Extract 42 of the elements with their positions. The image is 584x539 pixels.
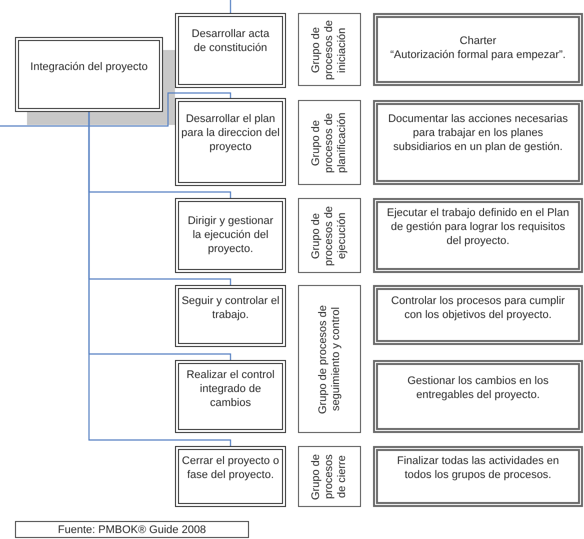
description-box xyxy=(373,360,583,433)
source-box xyxy=(15,521,249,538)
process-name: Cerrar el proyecto o fase del proyecto. xyxy=(180,454,280,482)
description-box xyxy=(373,446,583,507)
group-box xyxy=(298,285,361,433)
process-group-label: Grupo de procesos de planificación xyxy=(310,111,349,175)
group-box xyxy=(298,446,361,507)
process-name: Desarrollar el plan para la direccion del proyecto xyxy=(180,112,281,154)
description-text: Finalizar todas las actividades en todos los grupos de procesos. xyxy=(396,454,560,482)
connector-line xyxy=(88,112,232,446)
description-text: “Autorización formal para empezar”. xyxy=(389,48,567,62)
process-title: Integración del proyecto xyxy=(29,60,149,74)
group-box xyxy=(298,13,361,86)
process-box xyxy=(175,446,286,507)
process-group-label: Grupo de procesos de ejecución xyxy=(310,204,349,268)
description-text: Controlar los procesos para cumplir con los objetivos del proyecto. xyxy=(390,294,566,322)
process-box xyxy=(175,98,286,186)
description-text: Documentar las acciones necesarias para trabajar en los planes subsidiarios en un plan de gestión. xyxy=(387,112,569,154)
process-box xyxy=(175,360,286,433)
process-name: Realizar el control integrado de cambios xyxy=(185,368,276,410)
description-text: Charter xyxy=(458,34,498,48)
connector-line xyxy=(0,92,232,127)
description-text: Gestionar los cambios en los entregables del proyecto. xyxy=(406,374,550,402)
description-box xyxy=(373,13,583,86)
process-group-label: Grupo de procesos de cierre xyxy=(310,452,349,502)
connector-line xyxy=(230,0,232,13)
process-name: Dirigir y gestionar la ejecución del proyecto. xyxy=(186,214,274,256)
process-group-label: Grupo de procesos de seguimiento y control xyxy=(316,304,342,416)
process-box xyxy=(175,13,286,88)
group-box xyxy=(298,100,361,185)
description-box xyxy=(373,198,583,273)
process-name: Seguir y controlar el trabajo. xyxy=(180,294,280,322)
process-name: Desarrollar acta de constitución xyxy=(190,27,270,55)
source-note: Fuente: PMBOK® Guide 2008 xyxy=(56,522,208,536)
process-box xyxy=(175,285,286,347)
main-process-box xyxy=(15,37,163,112)
description-box xyxy=(373,100,583,185)
group-box xyxy=(298,198,361,273)
process-box xyxy=(175,198,286,273)
process-group-label: Grupo de procesos de iniciación xyxy=(310,18,349,82)
description-box xyxy=(373,285,583,345)
description-text: Ejecutar el trabajo definido en el Plan de gestión para lograr los requisitos del proyecto. xyxy=(386,206,570,248)
